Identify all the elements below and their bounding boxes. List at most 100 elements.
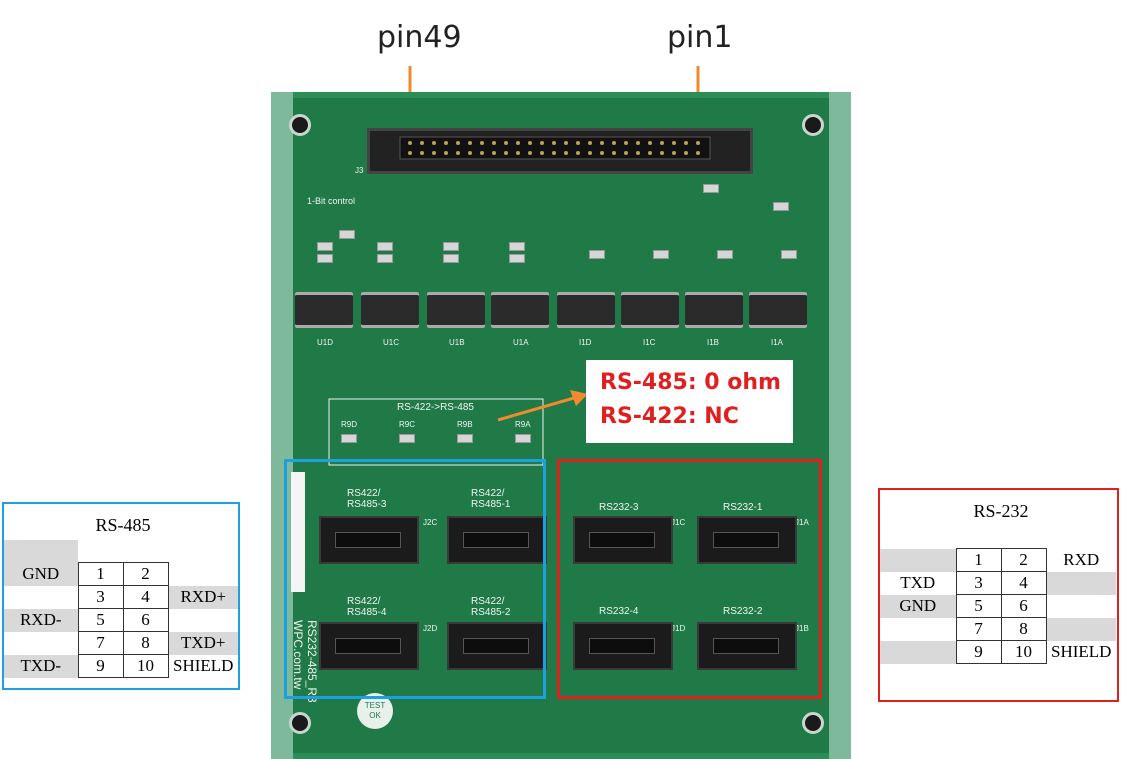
ic-chip	[295, 292, 353, 328]
rs485-cell: 7	[77, 631, 124, 655]
port-id: J1B	[795, 624, 809, 633]
silk-1bit-control: 1-Bit control	[307, 196, 356, 206]
mount-hole	[802, 712, 824, 734]
pcb-board: J3 1-Bit control U1D U1C U1B U1A I1D I1C…	[271, 92, 851, 759]
pin49-label: pin49	[377, 20, 462, 55]
smd-part	[443, 242, 459, 251]
pin1-label: pin1	[667, 20, 733, 55]
resistor-pad	[457, 434, 473, 443]
connector-rs232-4	[573, 622, 673, 670]
silk-chip-label: I1D	[579, 338, 592, 347]
resistor-pad	[341, 434, 357, 443]
port-id: J1D	[671, 624, 686, 633]
rs485-cell: TXD-	[4, 654, 78, 678]
smd-part	[339, 230, 355, 239]
silk-chip-label: U1A	[513, 338, 529, 347]
port-label: RS422/ RS485-2	[471, 596, 511, 618]
smd-part	[717, 250, 733, 259]
rs232-pinout-table: RS-232 1 2 RXD TXD 3 4 GND 5 6 7 8	[880, 496, 1116, 664]
rs485-cell: 10	[122, 654, 169, 678]
rs485-cell: RXD-	[4, 608, 78, 632]
rs485-cell: 5	[77, 608, 124, 632]
port-id: J2C	[423, 518, 438, 527]
connector-rs485-3	[319, 516, 419, 564]
rs485-cell: 3	[77, 585, 124, 609]
rs485-title: RS-485	[95, 514, 151, 535]
resistor-pad	[515, 434, 531, 443]
mount-hole	[289, 114, 311, 136]
din-rail-right	[829, 92, 851, 759]
port-id: J1A	[795, 518, 809, 527]
smd-part	[317, 254, 333, 263]
note-arrow	[497, 390, 588, 422]
rs485-ports-highlight	[284, 459, 546, 699]
rs232-cell: 7	[955, 617, 1002, 641]
rs232-pinout-panel: RS-232 1 2 RXD TXD 3 4 GND 5 6 7 8	[878, 488, 1119, 702]
connector-rs485-4	[319, 622, 419, 670]
smd-part	[781, 250, 797, 259]
port-label: RS422/ RS485-4	[347, 596, 387, 618]
rs422-rs485-silk-box	[328, 398, 544, 466]
ic-chip	[491, 292, 549, 328]
silk-chip-label: U1B	[449, 338, 465, 347]
silk-rs422-rs485: RS-422->RS-485	[397, 402, 474, 413]
din-rail-left	[271, 92, 293, 759]
rs232-cell: TXD	[900, 573, 936, 592]
connector-rs232-1	[697, 516, 797, 564]
connector-rs232-2	[697, 622, 797, 670]
silk-chip-label: U1C	[383, 338, 400, 347]
rs232-cell: 1	[955, 548, 1002, 572]
silk-resistor: R9C	[399, 420, 416, 429]
resistor-note-box: RS-485: 0 ohm RS-422: NC	[586, 360, 793, 443]
smd-part	[443, 254, 459, 263]
port-label: RS232-2	[723, 606, 763, 617]
silk-resistor: R9A	[515, 420, 531, 429]
smd-part	[377, 254, 393, 263]
rs485-cell: TXD+	[168, 631, 238, 655]
note-rs485: RS-485: 0 ohm	[600, 370, 781, 395]
smd-part	[653, 250, 669, 259]
silk-resistor: R9B	[457, 420, 473, 429]
port-label: RS232-3	[599, 502, 639, 513]
rs485-cell: RXD+	[168, 585, 238, 609]
silk-chip-label: U1D	[317, 338, 334, 347]
test-ok-sticker: TEST OK	[357, 693, 393, 729]
rs232-cell: 10	[1000, 640, 1047, 664]
rs232-cell: 6	[1000, 594, 1047, 618]
smd-part	[703, 184, 719, 193]
rs232-cell: 8	[1000, 617, 1047, 641]
rs485-pinout-table: RS-485 GND 1 2 3 4 RXD+ RXD- 5 6 7 8 TXD…	[4, 510, 238, 678]
resistor-pad	[399, 434, 415, 443]
rs232-cell: SHIELD	[1051, 642, 1112, 661]
rs485-cell: 9	[77, 654, 124, 678]
rs232-ports-highlight	[557, 459, 822, 699]
ic-chip	[621, 292, 679, 328]
rs485-cell: GND	[4, 562, 78, 586]
rs232-cell: RXD	[1063, 550, 1100, 569]
ic-chip	[361, 292, 419, 328]
port-id: J2D	[423, 624, 438, 633]
ok-text: OK	[369, 711, 381, 720]
smd-part	[317, 242, 333, 251]
test-text: TEST	[364, 701, 386, 710]
rs485-cell: 2	[122, 562, 169, 586]
mount-hole	[802, 114, 824, 136]
port-label: RS232-4	[599, 606, 639, 617]
ic-chip	[685, 292, 743, 328]
note-rs422: RS-422: NC	[600, 404, 739, 429]
port-id: J1C	[671, 518, 686, 527]
port-label: RS232-1	[723, 502, 763, 513]
silk-resistor: R9D	[341, 420, 358, 429]
mount-hole	[289, 712, 311, 734]
smd-part	[509, 254, 525, 263]
smd-part	[377, 242, 393, 251]
barcode-label	[291, 472, 305, 592]
rs232-cell: GND	[880, 594, 956, 618]
rs232-cell: 9	[955, 640, 1002, 664]
rs485-cell: 1	[77, 562, 124, 586]
rs485-cell: SHIELD	[173, 656, 234, 675]
silk-chip-label: I1C	[643, 338, 656, 347]
rs485-cell: 8	[122, 631, 169, 655]
ic-chip	[557, 292, 615, 328]
silk-chip-label: I1A	[771, 338, 784, 347]
